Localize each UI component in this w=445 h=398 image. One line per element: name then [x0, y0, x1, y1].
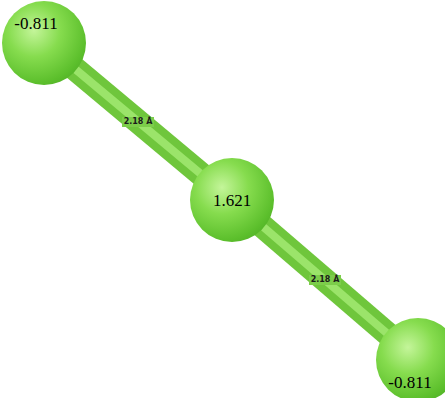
- partial-charge: -0.811: [388, 374, 431, 391]
- bond-cylinder: [72, 66, 205, 177]
- bond-cylinder: [259, 223, 390, 336]
- bond-length: 2.18 Å: [309, 275, 342, 285]
- bond-highlight: [72, 66, 205, 177]
- bond-length: 2.18 Å: [122, 117, 155, 127]
- bond-highlight: [259, 223, 390, 336]
- chlorine-atom: -0.811: [2, 1, 86, 85]
- partial-charge: 1.621: [213, 192, 251, 209]
- partial-charge: -0.811: [14, 15, 57, 32]
- chlorine-atom: 1.621: [190, 158, 274, 242]
